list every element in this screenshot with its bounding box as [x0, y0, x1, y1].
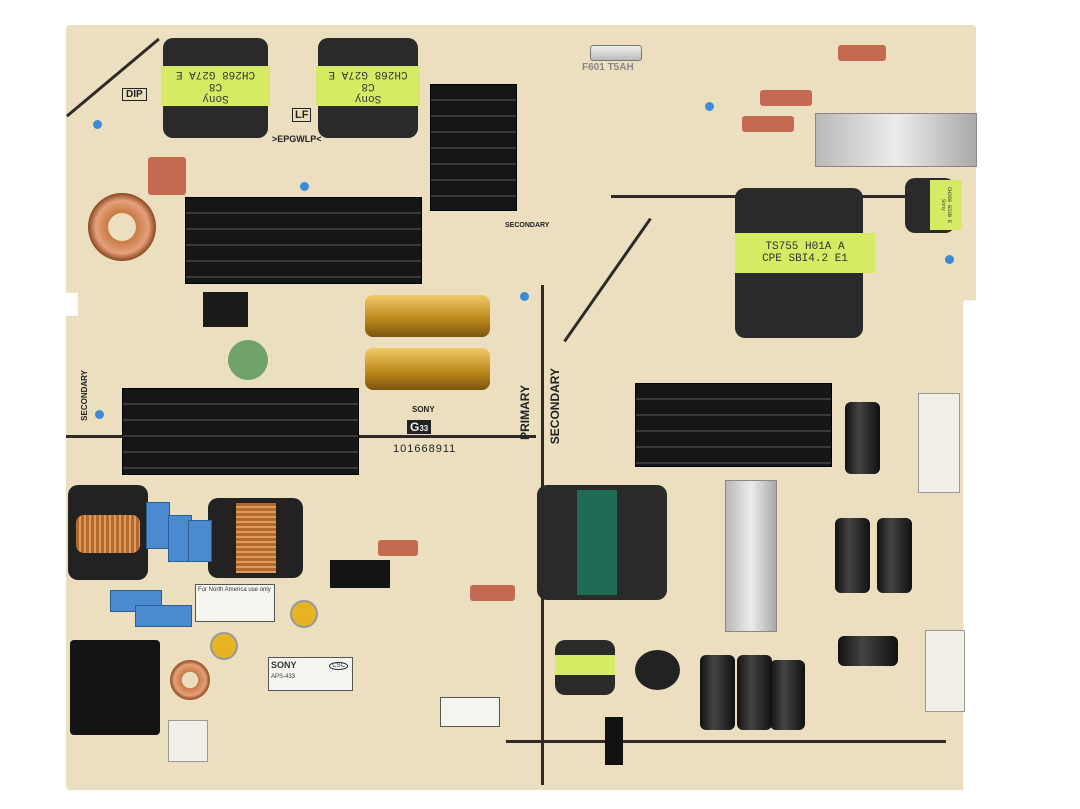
primary-marking: PRIMARY	[518, 385, 532, 440]
silkscreen-line	[66, 37, 160, 118]
transformer-marking: Sony	[354, 92, 382, 104]
fuse	[590, 45, 642, 61]
connector	[168, 720, 208, 762]
transformer-marking: C8	[208, 80, 223, 92]
secondary-marking: SECONDARY	[548, 368, 562, 445]
transformer-marking: CH268 G32B E	[946, 186, 952, 223]
electrolytic-capacitor	[365, 348, 490, 390]
electrolytic-capacitor	[838, 636, 898, 666]
heatsink	[185, 197, 422, 284]
y-capacitor	[210, 632, 238, 660]
x-capacitor	[188, 520, 212, 562]
ac-inlet-connector	[70, 640, 160, 735]
capacitor	[635, 650, 680, 690]
heatsink	[635, 383, 832, 467]
llc-transformer	[537, 485, 667, 600]
transformer-marking: CPE SBI4.2 E1	[762, 253, 848, 265]
ratings-label: For North America use only	[195, 584, 275, 622]
common-mode-choke	[208, 498, 303, 578]
toroid-inductor	[170, 660, 210, 700]
film-capacitor	[470, 585, 515, 601]
transformer-marking: CH268 G27A E	[175, 68, 256, 80]
transformer-left: Sony C8 CH268 G27A E	[161, 38, 270, 138]
electrolytic-capacitor	[845, 402, 880, 474]
output-connector	[925, 630, 965, 712]
pin-header	[605, 717, 623, 765]
secondary-marking: SECONDARY	[80, 370, 89, 421]
toroid-inductor	[88, 193, 156, 261]
g-number: 33	[419, 424, 429, 433]
common-mode-choke	[68, 485, 148, 580]
y-capacitor	[290, 600, 318, 628]
pcb-code: >EPGWLP<	[272, 134, 322, 144]
electrolytic-capacitor	[700, 655, 735, 730]
dip-marking: DIP	[122, 88, 147, 101]
label-model: APS-433	[271, 674, 296, 680]
film-capacitor	[742, 116, 794, 132]
ceramic-capacitor	[945, 255, 954, 264]
x-capacitor	[135, 605, 192, 627]
g-mark: G33	[407, 420, 432, 434]
electrolytic-capacitor	[365, 295, 490, 337]
sony-label: SONY CSC APS-433	[268, 657, 353, 691]
board-number: 101668911	[393, 443, 457, 455]
electrolytic-capacitor	[877, 518, 912, 593]
ceramic-capacitor	[95, 410, 104, 419]
output-connector	[918, 393, 960, 493]
metal-bracket	[725, 480, 777, 632]
transformer-marking: TS755 H01A A	[765, 241, 845, 253]
sony-marking: SONY	[412, 405, 435, 414]
electrolytic-capacitor	[770, 660, 805, 730]
secondary-marking: SECONDARY	[505, 222, 550, 229]
isolation-line	[563, 217, 652, 343]
transformer-right: Sony C8 CH268 G27A E	[316, 38, 420, 138]
transformer-marking: C8	[361, 80, 375, 92]
ceramic-capacitor	[705, 102, 714, 111]
film-capacitor	[838, 45, 886, 61]
bridge-rectifier	[330, 560, 390, 588]
csc-logo: CSC	[329, 662, 348, 670]
relay	[203, 292, 248, 327]
x-capacitor	[146, 502, 170, 549]
varistor	[228, 340, 268, 380]
ceramic-capacitor	[300, 182, 309, 191]
isolation-line	[506, 740, 946, 743]
g-letter: G	[410, 420, 420, 434]
ceramic-capacitor	[520, 292, 529, 301]
label-text: For North America use only	[198, 587, 271, 593]
standby-transformer	[555, 640, 615, 695]
electrolytic-capacitor	[737, 655, 772, 730]
main-transformer: TS755 H01A A CPE SBI4.2 E1	[735, 188, 875, 338]
film-capacitor	[760, 90, 812, 106]
transformer-marking: Sony	[202, 92, 229, 104]
ceramic-capacitor	[93, 120, 102, 129]
electrolytic-capacitor	[835, 518, 870, 593]
barcode-label	[440, 697, 500, 727]
transformer-marking: Sony	[940, 198, 946, 211]
metal-bracket	[815, 113, 977, 167]
transformer-marking: CH268 G27A E	[328, 68, 408, 80]
film-capacitor	[378, 540, 418, 556]
heatsink	[430, 84, 517, 211]
fuse-marking: F601 T5AH	[582, 62, 634, 73]
lf-logo: LF	[292, 108, 312, 122]
heatsink	[122, 388, 359, 475]
small-transformer: CH268 G32B E Sony	[905, 178, 962, 233]
film-capacitor	[148, 157, 186, 195]
label-brand: SONY	[271, 660, 297, 670]
